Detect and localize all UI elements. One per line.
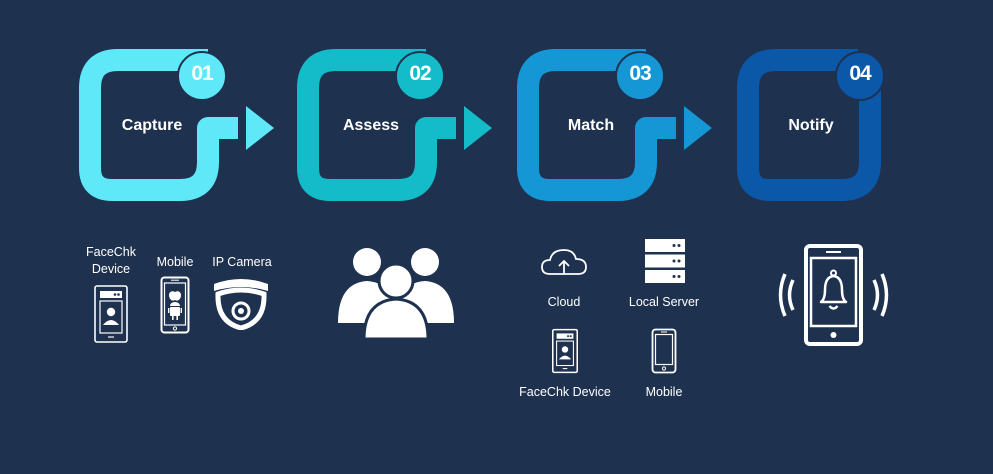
server-icon (645, 239, 685, 283)
facechk-device-icon (552, 328, 578, 374)
step-2-shape (297, 49, 492, 201)
ip-camera-caption: IP Camera (212, 255, 272, 269)
step-3-arrowhead (684, 106, 712, 150)
step-3-number: 03 (629, 62, 651, 85)
mobile-icon (160, 276, 190, 334)
step-1-arrowhead (246, 106, 274, 150)
step-4-loop (737, 49, 881, 201)
facechk-device-match-caption: FaceChk Device (519, 385, 611, 399)
facechk-device-caption: FaceChk Device (78, 244, 144, 278)
step-2-badge (395, 51, 445, 101)
step-1-badge (177, 51, 227, 101)
step-4-number: 04 (849, 62, 871, 85)
step-2-label: Assess (342, 117, 400, 134)
mobile-icon (651, 328, 677, 374)
step-1-loop (79, 49, 238, 201)
step-1-number: 01 (191, 62, 213, 85)
people-group-icon (338, 248, 454, 339)
step-1-shape (79, 49, 274, 201)
step-4-shape (737, 49, 885, 201)
mobile-match-caption: Mobile (645, 385, 683, 399)
cloud-caption: Cloud (547, 295, 581, 309)
step-3-label: Match (567, 117, 615, 134)
facechk-device-label: FaceChk Device (85, 245, 137, 276)
mobile-caption: Mobile (156, 255, 194, 269)
step-3-badge (615, 51, 665, 101)
step-2-loop (297, 49, 456, 201)
cloud-upload-icon (541, 249, 587, 275)
phone-bell-alert-icon (778, 244, 889, 346)
step-4-label: Notify (788, 117, 834, 134)
ip-camera-icon (214, 279, 268, 330)
facechk-device-icon (94, 285, 128, 343)
step-2-arrowhead (464, 106, 492, 150)
step-3-shape (517, 49, 712, 201)
step-2-number: 02 (409, 62, 431, 85)
step-3-loop (517, 49, 676, 201)
local-server-caption: Local Server (628, 295, 700, 309)
step-1-label: Capture (121, 117, 183, 134)
step-4-badge (835, 51, 885, 101)
